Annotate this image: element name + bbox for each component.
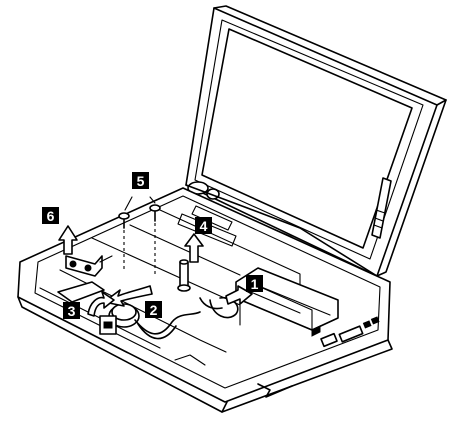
screw-right: [149, 204, 161, 276]
callout-4: 4: [195, 217, 212, 234]
speaker-assembly: [99, 303, 201, 340]
callout-3: 3: [63, 302, 80, 319]
left-bracket: [65, 255, 113, 277]
svg-text:4: 4: [200, 218, 208, 234]
callout-5: 5: [132, 172, 149, 189]
lcd-screen: [201, 28, 413, 249]
callout-6: 6: [42, 207, 59, 224]
arrow-2: [103, 285, 153, 307]
callout-2: 2: [145, 301, 162, 318]
arrow-4: [184, 233, 204, 263]
display-lid: [182, 5, 447, 283]
svg-text:5: 5: [137, 173, 145, 189]
side-connectors: [320, 316, 380, 348]
screws: [118, 196, 161, 276]
svg-text:3: 3: [68, 303, 76, 319]
svg-text:1: 1: [251, 276, 259, 292]
svg-text:2: 2: [150, 302, 158, 318]
svg-text:6: 6: [47, 208, 55, 224]
arrow-6: [58, 225, 78, 255]
screw-left: [118, 212, 130, 272]
arrow-1: [225, 285, 253, 305]
status-indicator-panel: [371, 177, 392, 239]
arrow-3: [87, 291, 115, 317]
cover-plate: [57, 281, 105, 303]
hinge-post: [177, 259, 191, 292]
callout-1: 1: [246, 275, 263, 292]
